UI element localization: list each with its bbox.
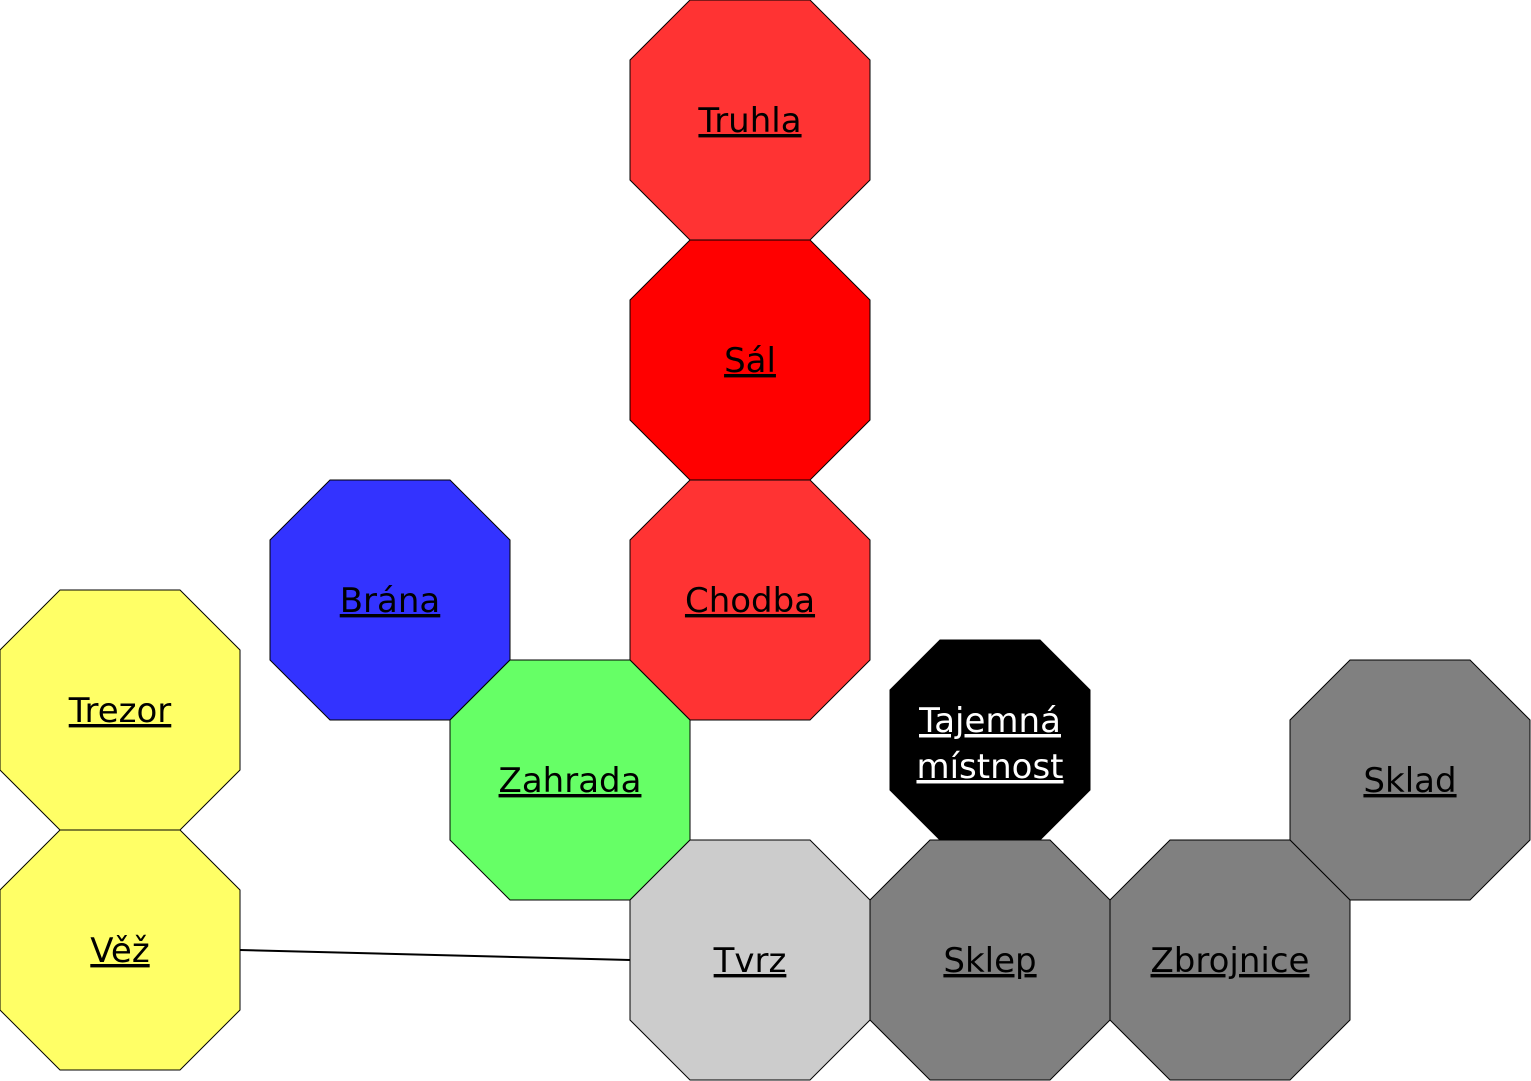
room-truhla[interactable]: Truhla [629, 0, 871, 241]
room-vez[interactable]: Věž [0, 829, 241, 1071]
connector-vez-tvrz [239, 949, 631, 961]
room-label-tvrz[interactable]: Tvrz [713, 941, 787, 981]
room-sklep[interactable]: Sklep [869, 839, 1111, 1081]
room-trezor[interactable]: Trezor [0, 589, 241, 831]
room-label-zahrada[interactable]: Zahrada [499, 761, 642, 801]
room-brana[interactable]: Brána [269, 479, 511, 721]
room-sklad[interactable]: Sklad [1289, 659, 1531, 901]
room-label-brana[interactable]: Brána [340, 581, 441, 621]
room-shape-chodba[interactable] [629, 479, 871, 721]
room-label-chodba[interactable]: Chodba [685, 581, 815, 621]
room-zbrojnice[interactable]: Zbrojnice [1109, 839, 1351, 1081]
room-shape-tvrz[interactable] [629, 839, 871, 1081]
room-shape-zbrojnice[interactable] [1109, 839, 1351, 1081]
room-label-zbrojnice[interactable]: Zbrojnice [1151, 941, 1310, 981]
room-label-trezor[interactable]: Trezor [68, 691, 172, 731]
room-sal[interactable]: Sál [629, 239, 871, 481]
connectors [239, 949, 631, 961]
room-chodba[interactable]: Chodba [629, 479, 871, 721]
room-label-vez[interactable]: Věž [90, 931, 149, 971]
room-label-sklad[interactable]: Sklad [1363, 761, 1456, 801]
room-zahrada[interactable]: Zahrada [449, 659, 691, 901]
room-shape-sklad[interactable] [1289, 659, 1531, 901]
room-label-sal[interactable]: Sál [724, 341, 776, 381]
room-shape-vez[interactable] [0, 829, 241, 1071]
room-label-truhla[interactable]: Truhla [697, 101, 801, 141]
room-shape-sklep[interactable] [869, 839, 1111, 1081]
room-tvrz[interactable]: Tvrz [629, 839, 871, 1081]
room-label-sklep[interactable]: Sklep [943, 941, 1036, 981]
